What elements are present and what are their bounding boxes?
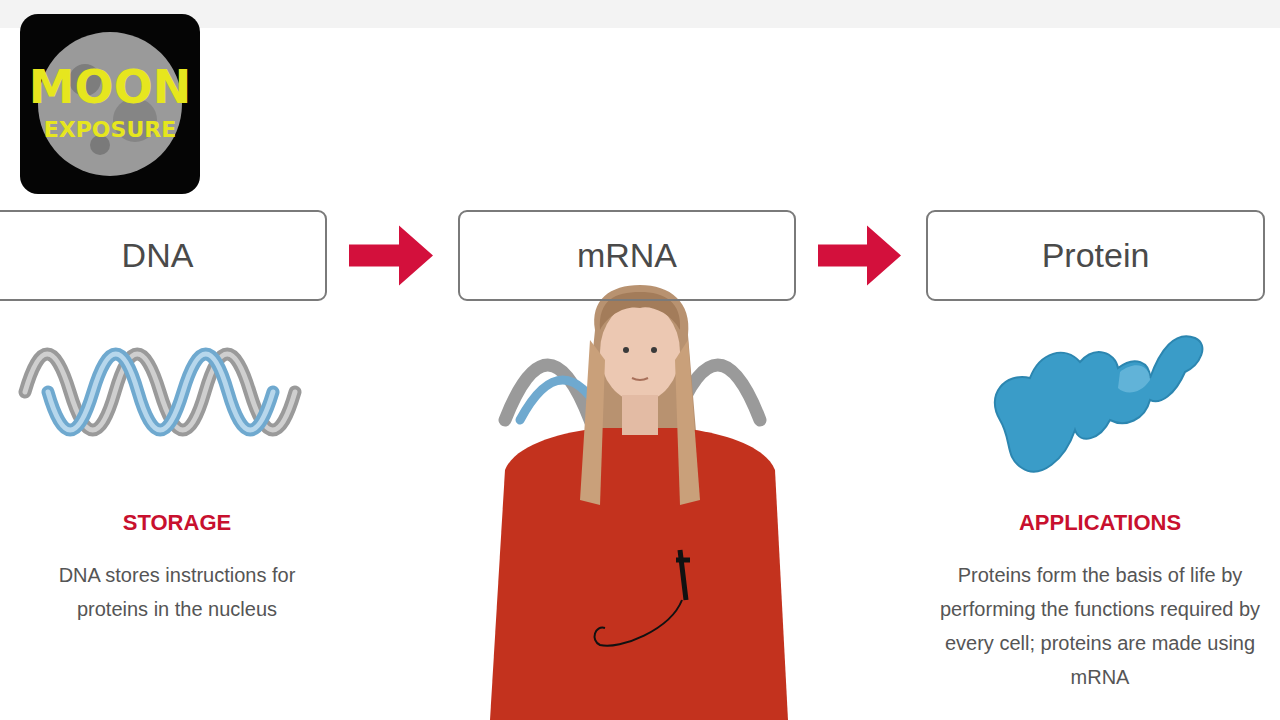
description-text: DNA stores instructions for proteins in … [22, 558, 332, 626]
section-heading: STORAGE [27, 510, 327, 536]
protein-blob [995, 336, 1203, 471]
dna-helix [25, 354, 295, 430]
description-text: Proteins form the basis of life by perfo… [928, 558, 1272, 694]
protein-highlight [1118, 365, 1150, 392]
channel-logo [20, 14, 200, 194]
box-label: Protein [1042, 236, 1150, 275]
section-heading: APPLICATIONS [930, 510, 1270, 536]
process-box: DNA [0, 210, 327, 301]
process-box: Protein [926, 210, 1265, 301]
logo-subtitle: EXPOSURE [20, 118, 200, 142]
logo-title: MOON [20, 62, 200, 113]
box-label: DNA [122, 236, 194, 275]
presenter [490, 285, 788, 720]
process-box: mRNA [458, 210, 796, 301]
flow-arrow [818, 226, 901, 286]
box-label: mRNA [577, 236, 677, 275]
flow-arrow [349, 226, 433, 286]
